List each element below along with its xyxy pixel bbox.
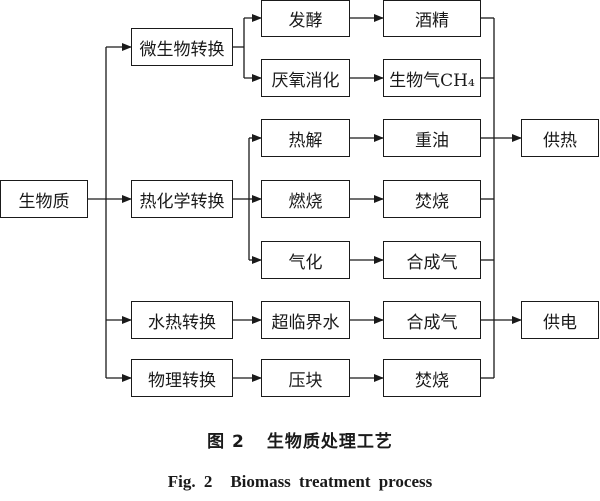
node-combustion: 燃烧 — [261, 180, 350, 218]
node-incineration: 焚烧 — [383, 180, 481, 218]
figure-number-chinese: 图 2 — [207, 432, 245, 452]
node-syngas: 合成气 — [383, 301, 481, 339]
node-thermochemical-conversion: 热化学转换 — [131, 180, 233, 218]
node-physical-conversion: 物理转换 — [131, 359, 233, 397]
node-supercritical-water: 超临界水 — [261, 301, 350, 339]
node-biogas: 生物气CH₄ — [383, 59, 481, 97]
node-heat-supply: 供热 — [521, 119, 599, 157]
figure-title-english: Biomass treatment process — [230, 472, 433, 491]
figure-title-chinese: 生物质处理工艺 — [266, 432, 393, 452]
node-gasification: 气化 — [261, 241, 350, 279]
node-power-supply: 供电 — [521, 301, 599, 339]
node-alcohol: 酒精 — [383, 0, 481, 37]
node-microbial-conversion: 微生物转换 — [131, 28, 233, 66]
node-hydrothermal-conversion: 水热转换 — [131, 301, 233, 339]
node-anaerobic-digestion: 厌氧消化 — [261, 59, 350, 97]
node-syngas: 合成气 — [383, 241, 481, 279]
node-incineration: 焚烧 — [383, 359, 481, 397]
node-heavy-oil: 重油 — [383, 119, 481, 157]
figure-caption-chinese: 图 2 生物质处理工艺 — [0, 427, 600, 452]
node-pyrolysis: 热解 — [261, 119, 350, 157]
figure-caption-english: Fig. 2 Biomass treatment process — [0, 472, 600, 492]
flow-connectors — [88, 14, 522, 382]
node-biomass: 生物质 — [0, 180, 88, 218]
figure-number-english: Fig. 2 — [167, 472, 213, 491]
node-briquetting: 压块 — [261, 359, 350, 397]
node-fermentation: 发酵 — [261, 0, 350, 37]
